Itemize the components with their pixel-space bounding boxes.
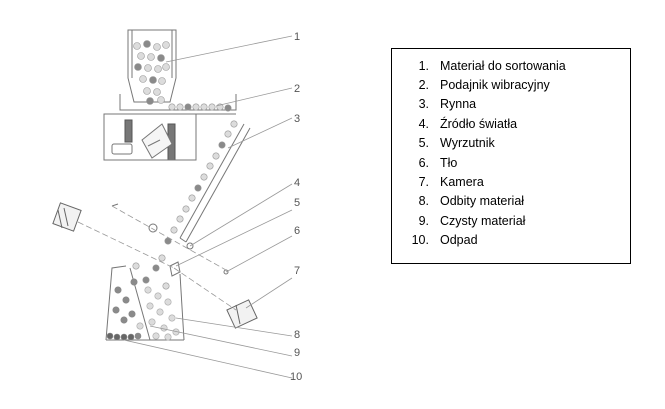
legend-item-number: 2. [418,78,429,93]
chute [179,123,251,243]
vibratory-feeder [103,94,237,161]
legend-list: 1. Materiał do sortowania 2. Podajnik wibr… [392,49,630,250]
clean-material [136,286,180,341]
legend-item-label: Rynna [440,97,477,112]
legend-item: 4. Źródło światła [392,114,630,133]
legend-item-label: Odbity materiał [440,194,525,209]
callout-numbers: 1 2 3 4 5 6 7 8 9 10 [290,31,302,383]
legend-item-number: 7. [418,175,429,190]
callout-3: 3 [294,113,300,125]
legend-item-label: Wyrzutnik [440,136,495,151]
legend-item-label: Podajnik wibracyjny [440,78,550,93]
legend-item-label: Kamera [440,175,484,190]
camera-right [226,299,258,329]
callout-7: 7 [294,265,300,277]
legend-item-number: 8. [418,194,429,209]
callout-4: 4 [294,177,300,189]
collection-bins [105,265,185,341]
legend-item-number: 6. [418,155,429,170]
rejected-material [106,278,142,341]
legend-item: 10. Odpad [392,231,630,250]
legend-item: 3. Rynna [392,95,630,114]
light-source [148,223,194,250]
leader-lines [123,35,293,379]
callout-6: 6 [294,225,300,237]
legend-box: 1. Materiał do sortowania 2. Podajnik wibr… [391,48,631,264]
legend-item-number: 1. [418,58,429,73]
legend-item-number: 4. [418,116,429,131]
callout-5: 5 [294,197,300,209]
legend-item: 2. Podajnik wibracyjny [392,75,630,94]
legend-item: 8. Odbity materiał [392,192,630,211]
falling-balls [132,254,170,290]
legend-item: 5. Wyrzutnik [392,134,630,153]
legend-item: 6. Tło [392,153,630,172]
legend-item: 1. Materiał do sortowania [392,56,630,75]
legend-item-number: 5. [418,136,429,151]
hopper-balls [133,40,170,105]
callout-9: 9 [294,347,300,359]
legend-item: 7. Kamera [392,172,630,191]
legend-item-label: Odpad [440,233,478,248]
callout-10: 10 [290,371,302,383]
legend-item-label: Tło [440,155,458,170]
legend-item-label: Materiał do sortowania [440,58,566,73]
callout-8: 8 [294,329,300,341]
chute-balls [164,120,238,245]
callout-1: 1 [294,31,300,43]
hopper [127,29,177,103]
legend-item-number: 9. [418,213,429,228]
legend-item-label: Źródło światła [440,116,518,131]
legend-item: 9. Czysty materiał [392,211,630,230]
optical-axes [77,205,237,311]
legend-item-number: 10. [411,233,429,248]
legend-item-number: 3. [418,97,429,112]
legend-item-label: Czysty materiał [440,213,526,228]
callout-2: 2 [294,83,300,95]
camera-left [52,202,82,232]
